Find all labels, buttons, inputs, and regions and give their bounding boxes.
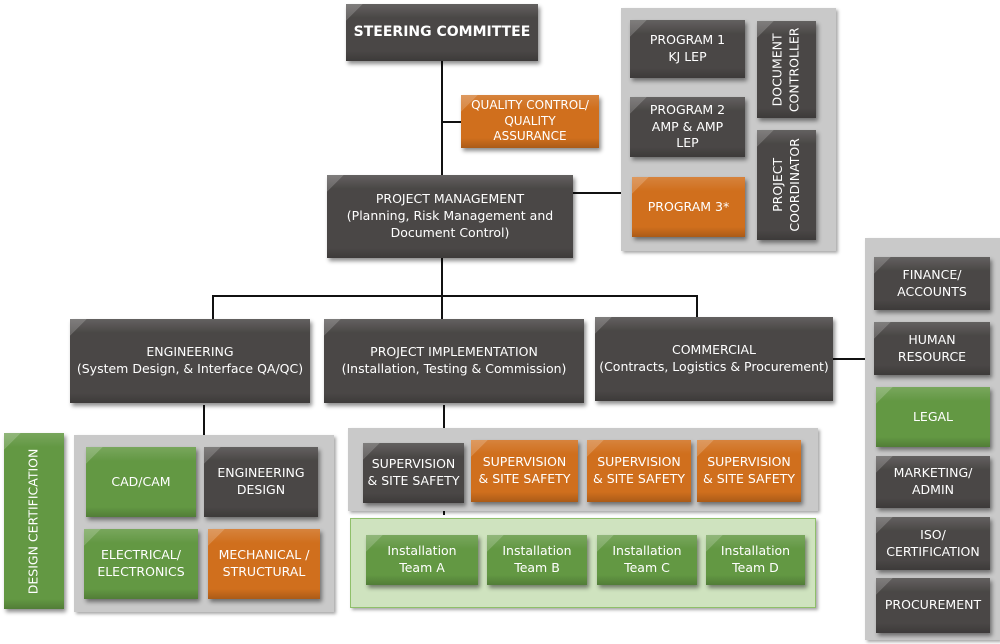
installation-team-b-box[interactable]: Installation Team B bbox=[487, 535, 587, 585]
iso-certification-box[interactable]: ISO/ CERTIFICATION bbox=[876, 517, 990, 570]
program-3-box[interactable]: PROGRAM 3* bbox=[632, 177, 745, 237]
steering-committee-box[interactable]: STEERING COMMITTEE bbox=[346, 4, 538, 61]
project-implementation-label: PROJECT IMPLEMENTATION (Installation, Te… bbox=[341, 344, 567, 376]
supervision-label-4: SUPERVISION & SITE SAFETY bbox=[703, 454, 795, 486]
project-coordinator-box[interactable]: PROJECT COORDINATOR bbox=[757, 130, 816, 240]
project-management-label: PROJECT MANAGEMENT (Planning, Risk Manag… bbox=[346, 191, 554, 240]
supervision-label-1: SUPERVISION & SITE SAFETY bbox=[367, 456, 460, 488]
marketing-admin-label: MARKETING/ ADMIN bbox=[893, 465, 973, 497]
electrical-electronics-box[interactable]: ELECTRICAL/ ELECTRONICS bbox=[84, 529, 198, 599]
qa-qc-label: QUALITY CONTROL/ QUALITY ASSURANCE bbox=[471, 98, 589, 144]
installation-team-c-label: Installation Team C bbox=[612, 543, 682, 575]
program-1-label: PROGRAM 1 KJ LEP bbox=[649, 32, 726, 64]
engineering-design-box[interactable]: ENGINEERING DESIGN bbox=[204, 447, 318, 517]
human-resource-label: HUMAN RESOURCE bbox=[897, 331, 967, 364]
project-coordinator-label: PROJECT COORDINATOR bbox=[769, 138, 802, 232]
mechanical-structural-label: MECHANICAL / STRUCTURAL bbox=[218, 547, 310, 579]
commercial-label: COMMERCIAL (Contracts, Logistics & Procu… bbox=[599, 342, 829, 374]
commercial-box[interactable]: COMMERCIAL (Contracts, Logistics & Procu… bbox=[595, 317, 833, 401]
connector-pm-to-programs bbox=[572, 192, 622, 194]
electrical-electronics-label: ELECTRICAL/ ELECTRONICS bbox=[97, 547, 185, 579]
connector-to-engineering bbox=[212, 295, 214, 320]
steering-committee-label: STEERING COMMITTEE bbox=[353, 24, 531, 41]
installation-team-d-label: Installation Team D bbox=[720, 543, 791, 575]
connector-division-bar bbox=[212, 295, 698, 297]
installation-team-d-box[interactable]: Installation Team D bbox=[706, 535, 805, 585]
project-implementation-box[interactable]: PROJECT IMPLEMENTATION (Installation, Te… bbox=[324, 319, 584, 403]
installation-team-b-label: Installation Team B bbox=[502, 543, 572, 575]
cad-cam-box[interactable]: CAD/CAM bbox=[86, 447, 196, 517]
procurement-box[interactable]: PROCUREMENT bbox=[876, 578, 990, 633]
supervision-label-3: SUPERVISION & SITE SAFETY bbox=[593, 454, 685, 486]
project-management-box[interactable]: PROJECT MANAGEMENT (Planning, Risk Manag… bbox=[327, 175, 573, 258]
cad-cam-label: CAD/CAM bbox=[111, 473, 171, 489]
engineering-box[interactable]: ENGINEERING (System Design, & Interface … bbox=[70, 319, 310, 403]
supervision-box-2[interactable]: SUPERVISION & SITE SAFETY bbox=[471, 440, 578, 502]
program-1-box[interactable]: PROGRAM 1 KJ LEP bbox=[630, 20, 745, 78]
connector-to-qa-qc bbox=[442, 121, 462, 123]
installation-team-a-box[interactable]: Installation Team A bbox=[366, 535, 478, 585]
engineering-design-label: ENGINEERING DESIGN bbox=[217, 465, 305, 497]
design-certification-label: DESIGN CERTIFICATION bbox=[25, 448, 41, 594]
document-controller-label: DOCUMENT CONTROLLER bbox=[769, 27, 802, 112]
installation-team-a-label: Installation Team A bbox=[387, 543, 457, 575]
design-certification-box[interactable]: DESIGN CERTIFICATION bbox=[4, 433, 64, 609]
supervision-box-1[interactable]: SUPERVISION & SITE SAFETY bbox=[363, 443, 464, 503]
program-2-label: PROGRAM 2 AMP & AMP LEP bbox=[649, 101, 726, 151]
connector-pm-down bbox=[441, 258, 443, 296]
program-3-label: PROGRAM 3* bbox=[647, 198, 730, 214]
marketing-admin-box[interactable]: MARKETING/ ADMIN bbox=[876, 456, 990, 508]
supervision-box-4[interactable]: SUPERVISION & SITE SAFETY bbox=[697, 440, 801, 502]
qa-qc-box[interactable]: QUALITY CONTROL/ QUALITY ASSURANCE bbox=[461, 95, 599, 148]
program-2-box[interactable]: PROGRAM 2 AMP & AMP LEP bbox=[630, 97, 745, 157]
connector-to-commercial bbox=[696, 295, 698, 320]
iso-certification-label: ISO/ CERTIFICATION bbox=[886, 526, 980, 559]
legal-label: LEGAL bbox=[912, 408, 954, 424]
supervision-box-3[interactable]: SUPERVISION & SITE SAFETY bbox=[587, 440, 691, 502]
connector-engineering-down bbox=[203, 405, 205, 435]
legal-box[interactable]: LEGAL bbox=[876, 387, 990, 447]
finance-accounts-label: FINANCE/ ACCOUNTS bbox=[897, 266, 967, 299]
connector-commercial-to-units bbox=[833, 358, 865, 360]
procurement-label: PROCUREMENT bbox=[884, 597, 982, 613]
engineering-label: ENGINEERING (System Design, & Interface … bbox=[76, 344, 304, 376]
document-controller-box[interactable]: DOCUMENT CONTROLLER bbox=[757, 21, 816, 118]
mechanical-structural-box[interactable]: MECHANICAL / STRUCTURAL bbox=[208, 529, 320, 599]
finance-accounts-box[interactable]: FINANCE/ ACCOUNTS bbox=[874, 257, 990, 310]
supervision-label-2: SUPERVISION & SITE SAFETY bbox=[478, 454, 571, 486]
human-resource-box[interactable]: HUMAN RESOURCE bbox=[874, 322, 990, 375]
installation-team-c-box[interactable]: Installation Team C bbox=[597, 535, 697, 585]
connector-to-implementation bbox=[441, 295, 443, 320]
connector-steering-to-pm bbox=[441, 60, 443, 175]
